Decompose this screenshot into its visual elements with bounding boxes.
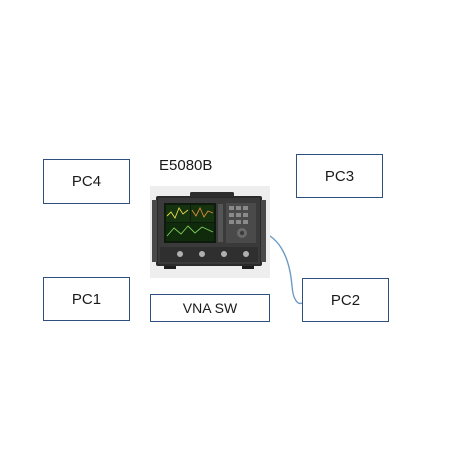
network-analyzer-instrument-icon xyxy=(150,186,270,278)
pc2-box: PC2 xyxy=(302,278,389,322)
pc3-label: PC3 xyxy=(324,167,355,185)
pc1-box: PC1 xyxy=(43,277,130,321)
pc4-label: PC4 xyxy=(71,173,102,190)
pc3-box: PC3 xyxy=(296,154,383,198)
device-label: E5080B xyxy=(159,157,213,174)
pc4-box: PC4 xyxy=(43,159,130,204)
vna-sw-box: VNA SW xyxy=(150,294,270,322)
pc2-label: PC2 xyxy=(330,291,361,309)
pc1-label: PC1 xyxy=(71,290,102,308)
vna-sw-label: VNA SW xyxy=(182,300,238,316)
